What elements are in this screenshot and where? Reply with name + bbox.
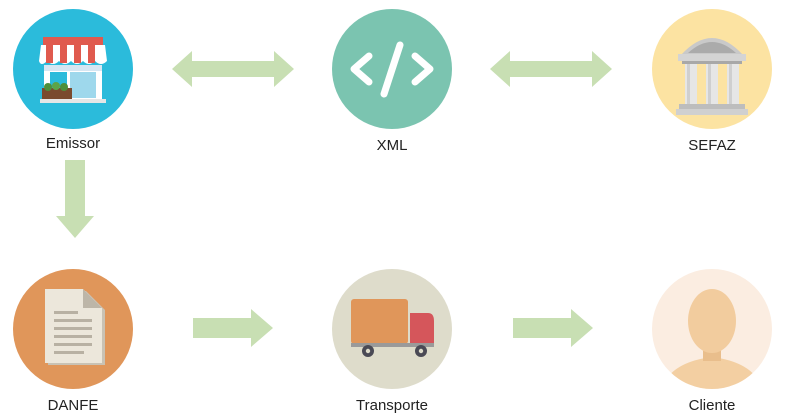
label-transporte: Transporte bbox=[356, 397, 428, 414]
bidirectional-arrow-xml-sefaz bbox=[490, 51, 612, 87]
arrow-transporte-to-cliente bbox=[513, 309, 593, 347]
government-building-icon bbox=[652, 9, 772, 129]
label-xml: XML bbox=[376, 137, 408, 154]
truck-icon bbox=[332, 269, 452, 389]
node-emissor bbox=[13, 9, 133, 129]
label-danfe: DANFE bbox=[47, 397, 99, 414]
code-icon bbox=[332, 9, 452, 129]
node-xml bbox=[332, 9, 452, 129]
arrow-danfe-to-transporte bbox=[193, 309, 273, 347]
store-icon bbox=[13, 9, 133, 129]
label-emissor: Emissor bbox=[45, 135, 101, 152]
node-cliente bbox=[652, 269, 772, 389]
node-transporte bbox=[332, 269, 452, 389]
person-icon bbox=[652, 269, 772, 389]
node-danfe bbox=[13, 269, 133, 389]
document-icon bbox=[13, 269, 133, 389]
arrow-emissor-to-danfe bbox=[56, 160, 94, 238]
bidirectional-arrow-emissor-xml bbox=[172, 51, 294, 87]
label-cliente: Cliente bbox=[688, 397, 736, 414]
node-sefaz bbox=[652, 9, 772, 129]
label-sefaz: SEFAZ bbox=[688, 137, 736, 154]
